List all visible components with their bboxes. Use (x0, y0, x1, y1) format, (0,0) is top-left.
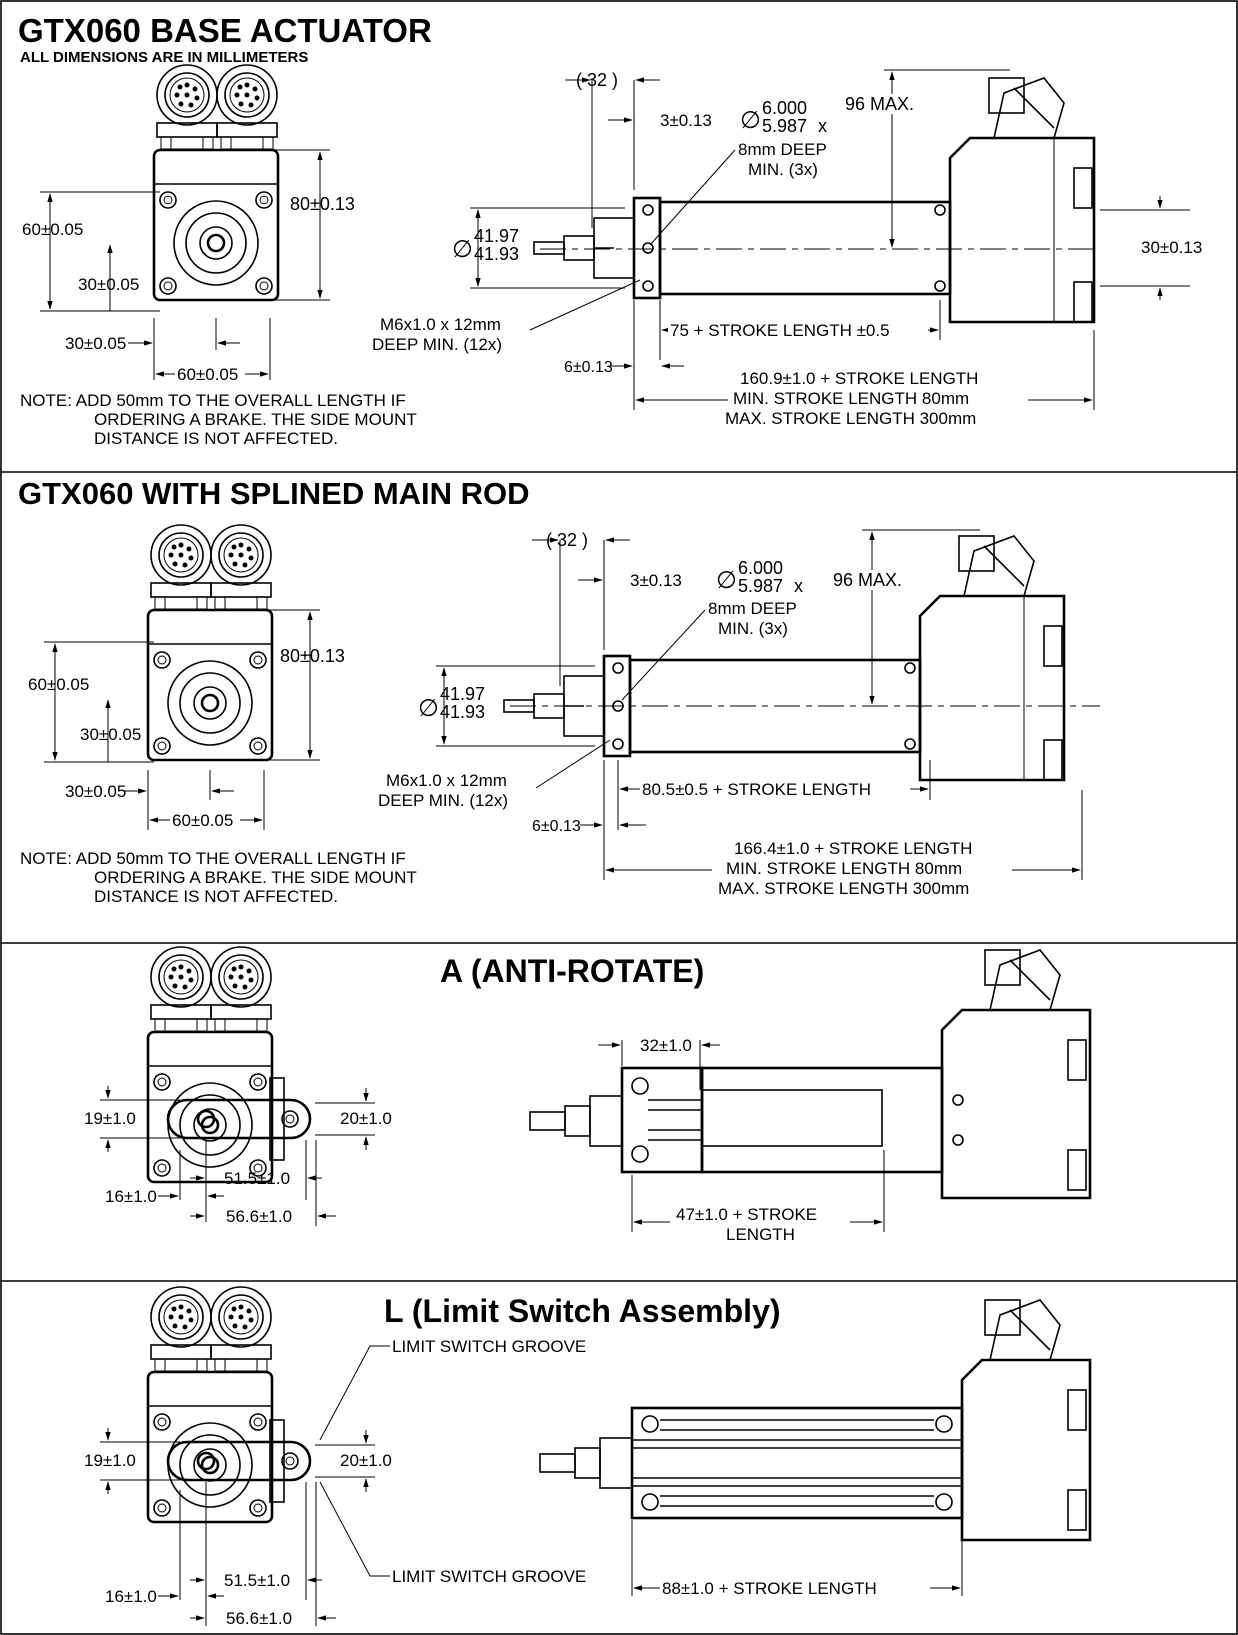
dim-bore-depth: 8mm DEEP (738, 140, 827, 159)
note-line-3: DISTANCE IS NOT AFFECTED. (94, 887, 338, 906)
note-line-3: DISTANCE IS NOT AFFECTED. (94, 429, 338, 448)
diameter-symbol: ∅ (418, 695, 439, 722)
dim-overall-1: 166.4±1.0 + STROKE LENGTH (734, 839, 972, 858)
dim-bore-bottom: 5.987 (762, 116, 807, 136)
dim-half-height: 30±0.05 (78, 275, 139, 294)
dim-bore-depth: 8mm DEEP (708, 599, 797, 618)
end-view: 80±0.13 60±0.05 30±0.05 30±0.05 60±0.05 (28, 525, 345, 830)
dim-half-height: 30±0.05 (80, 725, 141, 744)
dim-offset-a: 51.5±1.0 (224, 1571, 290, 1590)
side-view: 88±1.0 + STROKE LENGTH (539, 1299, 1092, 1598)
dim-overall-2: MIN. STROKE LENGTH 80mm (733, 389, 969, 408)
side-view: ( 32 ) 3±0.13 ∅ 6.000 5.987 x 8mm DEEP M… (378, 529, 1100, 902)
dim-tap-depth: DEEP MIN. (12x) (378, 791, 508, 810)
note-line-2: ORDERING A BRAKE. THE SIDE MOUNT (94, 868, 417, 887)
section-base-actuator: GTX060 BASE ACTUATOR ALL DIMENSIONS ARE … (18, 12, 1202, 448)
section-title: GTX060 BASE ACTUATOR (18, 12, 432, 49)
dim-body-height: 80±0.13 (280, 646, 345, 666)
end-view: LIMIT SWITCH GROOVE LIMIT SWITCH GROOVE … (84, 1287, 586, 1628)
dim-pilot-bottom: 41.93 (474, 244, 519, 264)
note-line-1: NOTE: ADD 50mm TO THE OVERALL LENGTH IF (20, 391, 406, 410)
dim-bolt-height: 60±0.05 (28, 675, 89, 694)
dim-slot-height: 20±1.0 (340, 1451, 392, 1470)
end-view: 80±0.13 60±0.05 30±0.05 30±0.05 60±0.05 (22, 65, 355, 384)
section-title: L (Limit Switch Assembly) (384, 1293, 781, 1329)
groove-label-top: LIMIT SWITCH GROOVE (392, 1337, 586, 1356)
dim-mount-span: 75 + STROKE LENGTH ±0.5 (670, 321, 890, 340)
dim-rod-extension: 32±1.0 (640, 1036, 692, 1055)
dim-span-1: 47±1.0 + STROKE (676, 1205, 817, 1224)
side-view: 32±1.0 47±1.0 + STROKE LENGTH (529, 949, 1092, 1245)
section-title: GTX060 WITH SPLINED MAIN ROD (18, 476, 530, 511)
dim-face-offset: 6±0.13 (532, 818, 581, 835)
section-subtitle: ALL DIMENSIONS ARE IN MILLIMETERS (20, 49, 308, 66)
dim-overall-2: MIN. STROKE LENGTH 80mm (726, 859, 962, 878)
section-anti-rotate: A (ANTI-ROTATE) 19±1.0 20±1.0 51.5±1.0 (84, 947, 1092, 1245)
side-view: ( 32 ) 3±0.13 ∅ 6.000 5.987 x 8mm DEEP M… (372, 69, 1202, 432)
dim-bore-count: MIN. (3x) (718, 619, 788, 638)
note-line-1: NOTE: ADD 50mm TO THE OVERALL LENGTH IF (20, 849, 406, 868)
dim-face-offset: 6±0.13 (564, 359, 613, 376)
end-view: 19±1.0 20±1.0 51.5±1.0 16±1.0 56.6±1.0 (84, 947, 392, 1226)
dim-bore-top: 6.000 (738, 558, 783, 578)
dim-mount-span: 80.5±0.5 + STROKE LENGTH (642, 780, 871, 799)
dim-overall-1: 160.9±1.0 + STROKE LENGTH (740, 369, 978, 388)
dim-rod-extension: ( 32 ) (546, 530, 588, 550)
dim-side-mount-height: 30±0.13 (1141, 238, 1202, 257)
dim-flange: 3±0.13 (660, 111, 712, 130)
dim-bore-times: x (794, 576, 803, 596)
dim-bore-times: x (818, 116, 827, 136)
dim-offset-b: 16±1.0 (105, 1187, 157, 1206)
dim-overall-3: MAX. STROKE LENGTH 300mm (718, 879, 969, 898)
dim-bore-bottom: 5.987 (738, 576, 783, 596)
dim-bore-top: 6.000 (762, 98, 807, 118)
dim-tap-spec: M6x1.0 x 12mm (380, 315, 501, 334)
section-title: A (ANTI-ROTATE) (440, 953, 704, 989)
section-splined-rod: GTX060 WITH SPLINED MAIN ROD 80±0.13 60±… (18, 476, 1100, 906)
dim-bolt-height: 60±0.05 (22, 220, 83, 239)
groove-label-bottom: LIMIT SWITCH GROOVE (392, 1567, 586, 1586)
dim-half-width: 30±0.05 (65, 334, 126, 353)
dim-offset-b: 16±1.0 (105, 1587, 157, 1606)
dim-arm-height: 19±1.0 (84, 1451, 136, 1470)
dim-slot-height: 20±1.0 (340, 1109, 392, 1128)
dim-offset-c: 56.6±1.0 (226, 1207, 292, 1226)
dim-rod-extension: ( 32 ) (576, 70, 618, 90)
dim-height-max: 96 MAX. (845, 94, 914, 114)
diameter-symbol: ∅ (452, 236, 473, 263)
section-limit-switch: L (Limit Switch Assembly) LIMIT SWITCH G… (84, 1287, 1092, 1628)
diameter-symbol: ∅ (740, 107, 761, 134)
dim-overall-3: MAX. STROKE LENGTH 300mm (725, 409, 976, 428)
dim-span-2: LENGTH (726, 1225, 795, 1244)
dim-pilot-top: 41.97 (440, 684, 485, 704)
dim-bolt-width: 60±0.05 (177, 365, 238, 384)
dim-bolt-width: 60±0.05 (172, 811, 233, 830)
dim-height-max: 96 MAX. (833, 570, 902, 590)
dim-arm-height: 19±1.0 (84, 1109, 136, 1128)
note-line-2: ORDERING A BRAKE. THE SIDE MOUNT (94, 410, 417, 429)
dim-pilot-top: 41.97 (474, 226, 519, 246)
dim-offset-c: 56.6±1.0 (226, 1609, 292, 1628)
dim-tap-spec: M6x1.0 x 12mm (386, 771, 507, 790)
dim-span: 88±1.0 + STROKE LENGTH (662, 1579, 877, 1598)
dim-pilot-bottom: 41.93 (440, 702, 485, 722)
dim-tap-depth: DEEP MIN. (12x) (372, 335, 502, 354)
diameter-symbol: ∅ (716, 567, 737, 594)
dim-flange: 3±0.13 (630, 571, 682, 590)
dim-half-width: 30±0.05 (65, 782, 126, 801)
dim-body-height: 80±0.13 (290, 194, 355, 214)
dim-bore-count: MIN. (3x) (748, 160, 818, 179)
dim-offset-a: 51.5±1.0 (224, 1169, 290, 1188)
